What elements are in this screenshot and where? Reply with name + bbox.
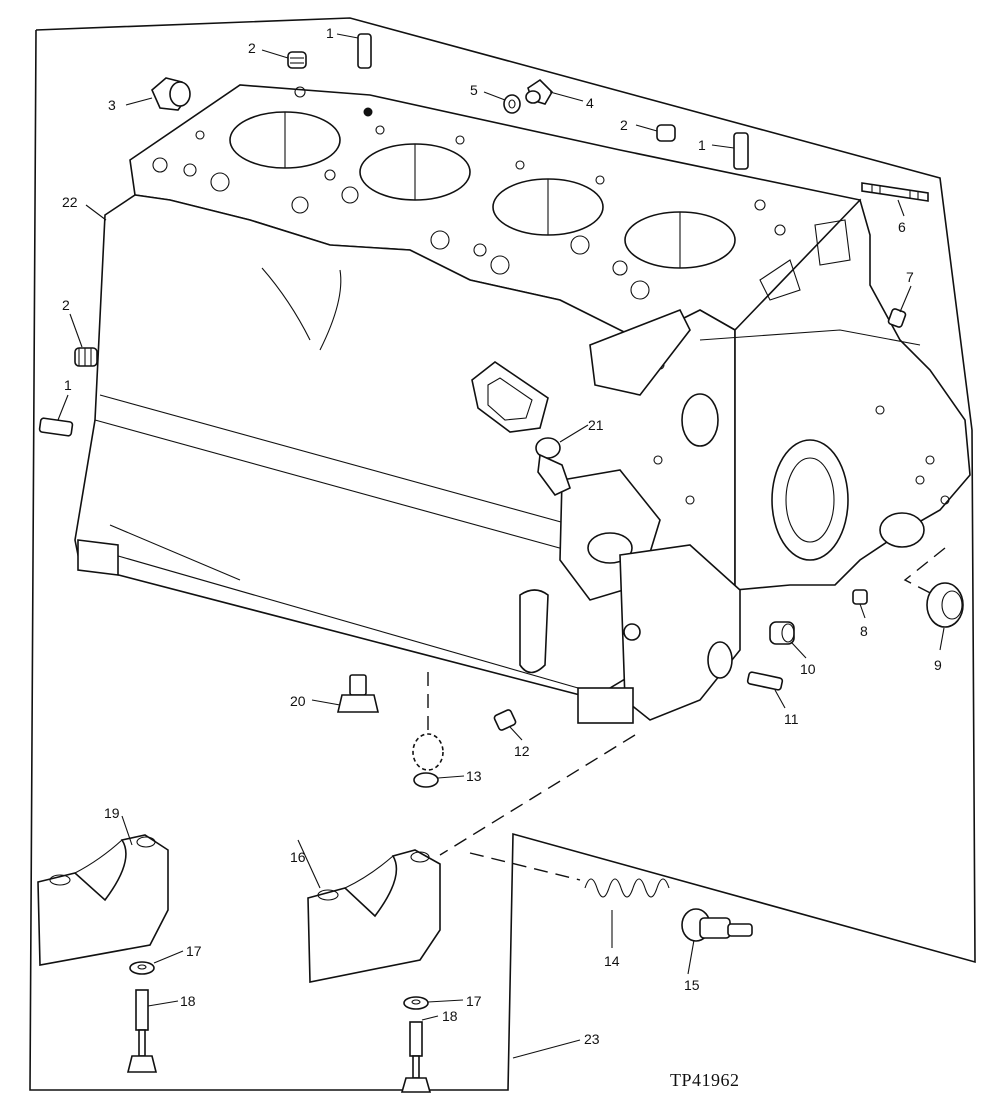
callout-6: 6 [898, 219, 906, 235]
callout-4: 4 [586, 95, 594, 111]
hex-plug-3 [151, 77, 191, 111]
callout-13: 13 [466, 768, 482, 784]
cylinder-block [74, 84, 971, 724]
plug-2-right [656, 124, 676, 142]
main-bearing-cap-19 [37, 834, 169, 966]
callout-2-left: 2 [62, 297, 70, 313]
callout-1-top: 1 [326, 25, 334, 41]
fitting-21 [535, 437, 571, 497]
callout-17-right: 17 [466, 993, 482, 1009]
callout-17-left: 17 [186, 943, 202, 959]
callout-15: 15 [684, 977, 700, 993]
callout-1-left: 1 [64, 377, 72, 393]
callout-12: 12 [514, 743, 530, 759]
cap-screw-18-right [400, 1021, 432, 1093]
callout-19: 19 [104, 805, 120, 821]
leader-lines [57, 33, 945, 1059]
callout-3: 3 [108, 97, 116, 113]
cap-screw-18-left [126, 989, 158, 1073]
washer-17-left [129, 961, 155, 975]
plug-8 [852, 589, 868, 605]
fitting-4 [525, 78, 554, 105]
callout-11: 11 [784, 711, 799, 727]
callout-9: 9 [934, 657, 942, 673]
callout-5: 5 [470, 82, 478, 98]
callout-7: 7 [906, 269, 914, 285]
callout-labels: 1 2 3 5 4 2 1 22 6 7 2 1 21 8 9 10 20 11… [62, 25, 942, 1047]
valve-15 [681, 908, 753, 942]
spring-14 [584, 878, 670, 898]
seal-9 [926, 582, 964, 628]
callout-10: 10 [800, 661, 816, 677]
callout-16: 16 [290, 849, 306, 865]
plug-2-left [74, 347, 98, 367]
callout-18-right: 18 [442, 1008, 458, 1024]
drain-plug-20 [336, 674, 380, 713]
figure-id-label: TP41962 [670, 1070, 740, 1090]
callout-23: 23 [584, 1031, 600, 1047]
washer-5 [503, 94, 521, 114]
main-bearing-cap-16 [307, 849, 441, 983]
stud-6 [861, 182, 929, 202]
o-ring-13 [412, 733, 444, 788]
set-screw-7 [887, 308, 907, 328]
callout-2-top: 2 [248, 40, 256, 56]
frame-border [29, 17, 976, 1091]
dowel-pin-1-top [357, 33, 372, 69]
dowel-pin-1-right [733, 132, 749, 170]
washer-17-right [403, 996, 429, 1010]
callout-18-left: 18 [180, 993, 196, 1009]
plug-2-top [287, 51, 307, 69]
pin-11 [746, 671, 784, 691]
callout-22: 22 [62, 194, 78, 210]
callout-20: 20 [290, 693, 306, 709]
callout-8: 8 [860, 623, 868, 639]
callout-21: 21 [588, 417, 604, 433]
bushing-10 [769, 621, 795, 645]
callout-2-right: 2 [620, 117, 628, 133]
callout-1-right: 1 [698, 137, 706, 153]
plug-12 [493, 709, 517, 731]
callout-14: 14 [604, 953, 620, 969]
dowel-pin-1-left [38, 417, 74, 437]
